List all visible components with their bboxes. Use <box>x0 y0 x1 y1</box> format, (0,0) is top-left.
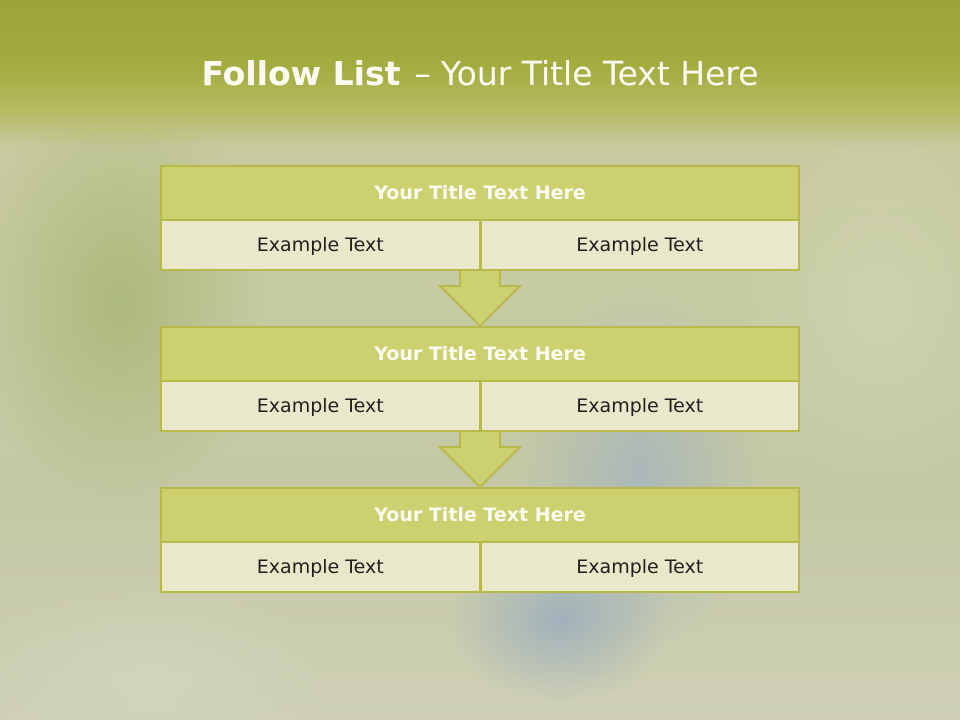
list-block-title: Your Title Text Here <box>160 165 800 221</box>
list-cell-right: Example Text <box>480 221 800 271</box>
list-block-2: Your Title Text Here Example Text Exampl… <box>160 326 800 432</box>
slide-title-dash: – <box>414 54 431 93</box>
slide-title-rest: Your Title Text Here <box>440 54 759 93</box>
list-block-title: Your Title Text Here <box>160 326 800 382</box>
list-cell-left: Example Text <box>160 221 481 271</box>
header-band <box>0 0 960 148</box>
list-block-1: Your Title Text Here Example Text Exampl… <box>160 165 800 271</box>
list-cell-right: Example Text <box>480 543 800 593</box>
list-cell-left: Example Text <box>160 382 481 432</box>
list-block-row: Example Text Example Text <box>160 543 800 593</box>
list-cell-right: Example Text <box>480 382 800 432</box>
down-arrow-icon <box>438 270 522 328</box>
slide-title-bold: Follow List <box>201 54 401 93</box>
down-arrow-icon <box>438 431 522 489</box>
slide-title: Follow List–Your Title Text Here <box>0 54 960 93</box>
list-block-row: Example Text Example Text <box>160 221 800 271</box>
list-block-title: Your Title Text Here <box>160 487 800 543</box>
list-block-3: Your Title Text Here Example Text Exampl… <box>160 487 800 593</box>
list-block-row: Example Text Example Text <box>160 382 800 432</box>
list-cell-left: Example Text <box>160 543 481 593</box>
